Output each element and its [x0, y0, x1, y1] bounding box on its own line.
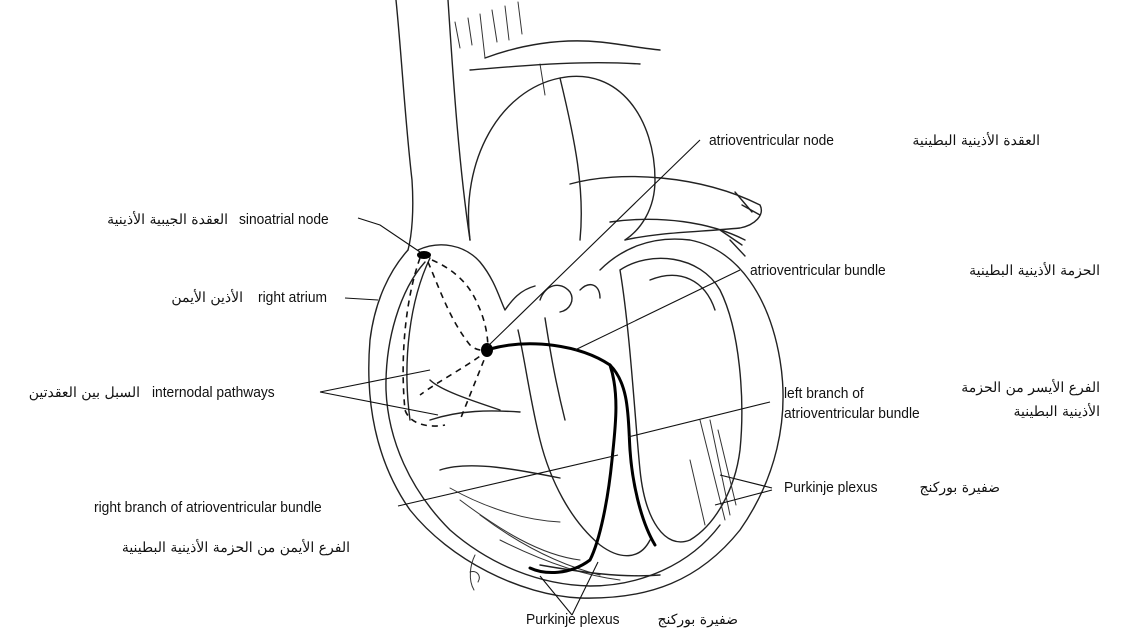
label-right-branch-ar: الفرع الأيمن من الحزمة الأذينية البطينية — [122, 538, 350, 556]
heart-illustration — [369, 0, 783, 598]
aorta — [468, 76, 655, 240]
label-purkinje-right-en: Purkinje plexus — [784, 480, 878, 497]
label-sa-node-en: sinoatrial node — [239, 212, 329, 229]
superior-vena-cava-inner — [448, 0, 470, 240]
labels: atrioventricular node العقدة الأذينية ال… — [29, 131, 1100, 628]
sinoatrial-node-mark — [417, 251, 431, 259]
label-av-node-en: atrioventricular node — [709, 133, 834, 150]
label-av-bundle-ar: الحزمة الأذينية البطينية — [969, 261, 1100, 279]
label-left-branch-en-2: atrioventricular bundle — [784, 406, 920, 423]
label-right-atrium-ar: الأذين الأيمن — [171, 288, 243, 306]
label-left-branch-ar-2: الأذينية البطينية — [1014, 402, 1100, 420]
conduction-system — [403, 251, 655, 573]
label-right-atrium-en: right atrium — [258, 290, 327, 307]
superior-vena-cava — [396, 0, 413, 250]
label-right-branch-en: right branch of atrioventricular bundle — [94, 500, 322, 517]
label-left-branch-en-1: left branch of — [784, 386, 865, 403]
pulmonary-trunk — [570, 177, 761, 240]
label-av-node-ar: العقدة الأذينية البطينية — [912, 131, 1040, 149]
label-left-branch-ar-1: الفرع الأيسر من الحزمة — [961, 378, 1100, 396]
label-purkinje-bottom-ar: ضفيرة بوركنج — [657, 612, 738, 628]
moderator-band — [440, 466, 560, 478]
label-av-bundle-en: atrioventricular bundle — [750, 263, 886, 280]
right-branch-line — [530, 365, 616, 573]
leader-lines — [320, 140, 772, 615]
label-purkinje-right-ar: ضفيرة بوركنج — [919, 480, 1000, 496]
right-atrium-wall — [418, 245, 535, 310]
label-internodal-en: internodal pathways — [152, 385, 275, 402]
label-internodal-ar: السبل بين العقدتين — [29, 385, 140, 401]
label-sa-node-ar: العقدة الجيبية الأذينية — [107, 210, 228, 228]
label-purkinje-bottom-en: Purkinje plexus — [526, 612, 620, 629]
internodal-pathway-3 — [432, 260, 488, 350]
